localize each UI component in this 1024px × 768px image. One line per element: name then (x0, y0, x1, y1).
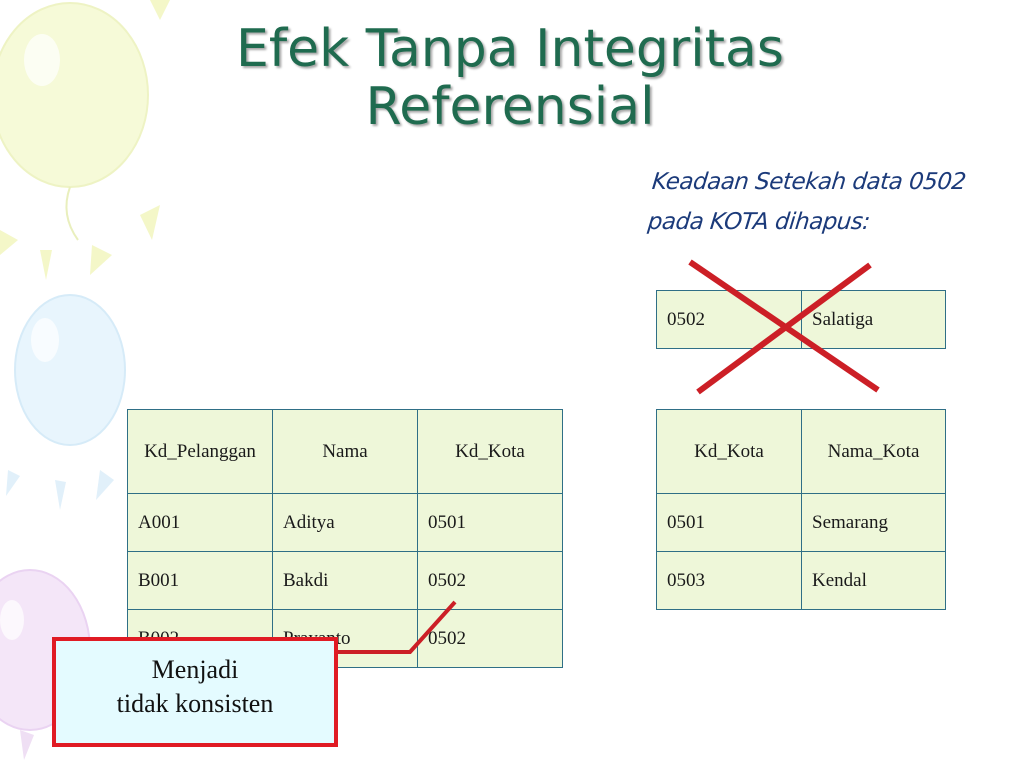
kota-header-nama-kota: Nama_Kota (801, 409, 946, 494)
slide-title: Efek Tanpa Integritas Referensial (120, 20, 900, 136)
pelanggan-cell-kd-pelanggan: B001 (127, 551, 273, 610)
callout-line-2: tidak konsisten (116, 689, 274, 718)
state-caption-line-1: Keadaan Setekah data 0502 (650, 169, 968, 195)
pelanggan-header-kd-kota: Kd_Kota (417, 409, 563, 494)
kota-cell-nama-kota: Kendal (801, 551, 946, 610)
callout-line-1: Menjadi (151, 655, 239, 684)
kota-cell-nama-kota: Semarang (801, 493, 946, 552)
pelanggan-cell-nama: Aditya (272, 493, 418, 552)
deleted-nama-kota-cell: Salatiga (801, 290, 946, 349)
table-row: A001 Aditya 0501 (127, 493, 563, 552)
kota-cell-kd-kota: 0501 (656, 493, 802, 552)
kota-header-row: Kd_Kota Nama_Kota (656, 409, 946, 494)
kota-cell-kd-kota: 0503 (656, 551, 802, 610)
pelanggan-cell-kd-kota: 0502 (417, 609, 563, 668)
inconsistency-callout: Menjadi tidak konsisten (52, 637, 338, 747)
deleted-row: 0502 Salatiga (656, 290, 946, 349)
slide-title-line-2: Referensial (365, 77, 655, 137)
table-row: B001 Bakdi 0502 (127, 551, 563, 610)
pelanggan-cell-kd-kota: 0501 (417, 493, 563, 552)
kota-table: Kd_Kota Nama_Kota 0501 Semarang 0503 Ken… (656, 409, 946, 610)
slide-title-line-1: Efek Tanpa Integritas (235, 19, 785, 79)
deleted-kota-row: 0502 Salatiga (656, 290, 946, 349)
pelanggan-header-nama: Nama (272, 409, 418, 494)
pelanggan-cell-kd-kota: 0502 (417, 551, 563, 610)
pelanggan-table: Kd_Pelanggan Nama Kd_Kota A001 Aditya 05… (127, 409, 563, 668)
table-row: 0503 Kendal (656, 551, 946, 610)
deleted-kd-kota-cell: 0502 (656, 290, 802, 349)
pelanggan-header-row: Kd_Pelanggan Nama Kd_Kota (127, 409, 563, 494)
kota-header-kd-kota: Kd_Kota (656, 409, 802, 494)
pelanggan-cell-nama: Bakdi (272, 551, 418, 610)
state-caption-line-2: pada KOTA dihapus: (646, 209, 872, 235)
state-caption: Keadaan Setekah data 0502 pada KOTA diha… (646, 162, 994, 242)
table-row: 0501 Semarang (656, 493, 946, 552)
pelanggan-cell-kd-pelanggan: A001 (127, 493, 273, 552)
pelanggan-header-kd-pelanggan: Kd_Pelanggan (127, 409, 273, 494)
